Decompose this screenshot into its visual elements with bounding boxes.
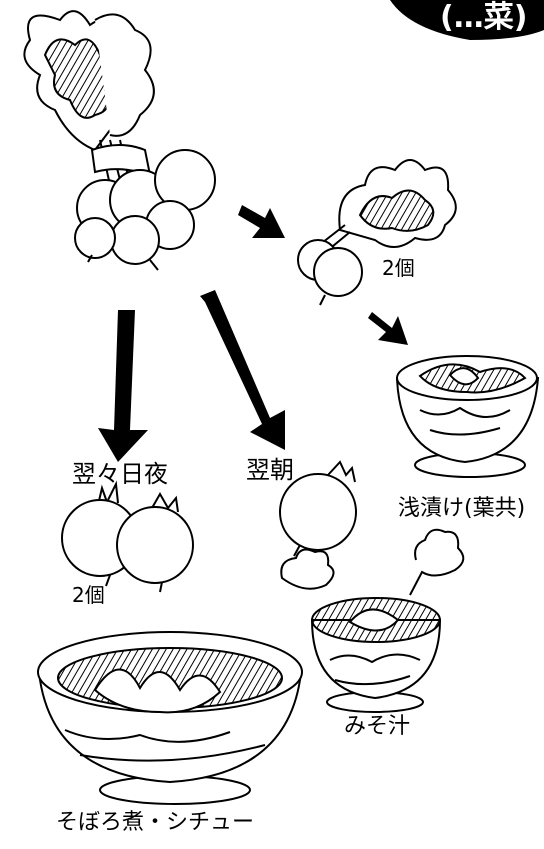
corner-badge-text: (…菜) xyxy=(440,0,528,35)
corner-badge xyxy=(390,0,544,40)
stew-label: そぼろ煮・シチュー xyxy=(56,810,255,835)
arrow-icon xyxy=(98,310,148,462)
bowl-icon xyxy=(310,597,442,713)
count-label-bottom: 2個 xyxy=(72,583,105,607)
arrow-icon xyxy=(368,312,408,345)
turnip-bunch-icon xyxy=(23,10,216,271)
count-label-top: 2個 xyxy=(382,256,415,280)
bowl-icon xyxy=(395,355,540,478)
steam-icon xyxy=(280,528,465,596)
miso-soup-label: みそ汁 xyxy=(344,714,411,739)
arrow-icon xyxy=(238,205,285,238)
day-after-night-label: 翌々日夜 xyxy=(72,460,168,488)
two-turnips-icon xyxy=(61,480,194,593)
bowl-icon xyxy=(37,631,303,805)
arrow-icon xyxy=(200,290,285,450)
next-morning-label: 翌朝 xyxy=(246,456,294,484)
single-turnip-with-leaves-icon xyxy=(297,159,457,306)
single-turnip-icon xyxy=(279,460,357,557)
pickles-label: 浅漬け(葉共) xyxy=(398,496,526,521)
